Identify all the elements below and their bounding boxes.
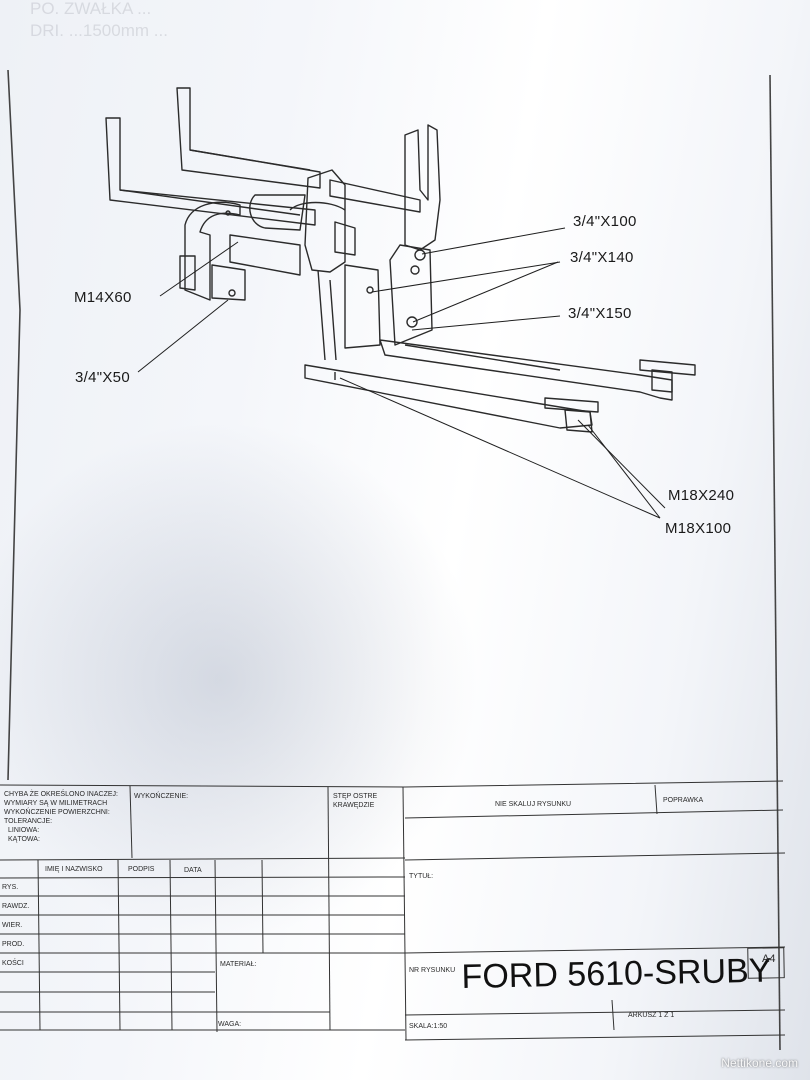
drawing-number-label: NR RYSUNKU: [409, 967, 456, 974]
border-right: [769, 74, 781, 1051]
revision-label: POPRAWKA: [663, 797, 704, 804]
row-drawn: RYS.: [2, 884, 19, 891]
row-quality: KOŚCI: [2, 960, 24, 967]
callout-m18x240: M18X240: [668, 487, 735, 504]
weight-label: WAGA:: [218, 1021, 242, 1028]
title-label: TYTUŁ:: [409, 873, 434, 880]
callout-m14x60: M14X60: [74, 289, 132, 306]
material-label: MATERIAŁ:: [220, 961, 257, 968]
border-left: [7, 69, 21, 781]
frame-rail-left: [105, 117, 316, 226]
tolerance-notes: CHYBA ŻE OKREŚLONO INACZEJ: WYMIARY SĄ W…: [4, 791, 118, 843]
sheet-number-label: ARKUSZ 1 Z 1: [628, 1012, 675, 1019]
leader-34x50: [137, 299, 229, 373]
col-name: IMIĘ I NAZWISKO: [45, 866, 103, 873]
drawing-title: FORD 5610-SRUBY: [461, 951, 772, 997]
lower-arm-rear: [379, 339, 673, 401]
col-date: DATA: [184, 867, 202, 874]
row-production: PROD.: [2, 941, 25, 948]
finish-label: WYKOŃCZENIE:: [134, 793, 189, 800]
title-block-grid: [0, 780, 786, 1041]
plate-middle: [344, 264, 381, 349]
main-plate: [304, 169, 346, 273]
bracket-left: [184, 201, 241, 301]
callout-34x140: 3/4"X140: [570, 249, 634, 266]
lower-arm-front: [304, 364, 593, 429]
leader-34x150: [411, 315, 561, 331]
callout-34x100: 3/4"X100: [573, 213, 637, 230]
leader-34x100: [421, 227, 566, 255]
callout-34x150: 3/4"X150: [568, 305, 632, 322]
cylinder: [249, 194, 306, 231]
sheet-size: A4: [762, 953, 776, 965]
leader-m14x60: [159, 241, 239, 297]
plate-right: [404, 124, 441, 251]
edges-label: STĘP OSTRE KRAWĘDZIE: [333, 793, 378, 809]
row-checked: RAWDZ.: [2, 903, 30, 910]
callout-m18x100: M18X100: [665, 520, 732, 537]
bleed-through-text: PO. ZWAŁKA ... DRI. ...1500mm ...: [30, 0, 168, 42]
shadow: [0, 420, 480, 940]
bleed-line-2: DRI. ...1500mm ...: [30, 21, 168, 40]
col-signature: PODPIS: [128, 866, 155, 873]
row-approved: WIER.: [2, 922, 23, 929]
callout-34x50: 3/4"X50: [75, 369, 130, 386]
do-not-scale: NIE SKALUJ RYSUNKU: [495, 801, 572, 808]
scale-label: SKALA:1:50: [409, 1023, 448, 1030]
watermark: Nettikone.com: [721, 1056, 798, 1070]
bleed-line-1: PO. ZWAŁKA ...: [30, 0, 152, 18]
frame-rail-upper: [176, 87, 321, 189]
